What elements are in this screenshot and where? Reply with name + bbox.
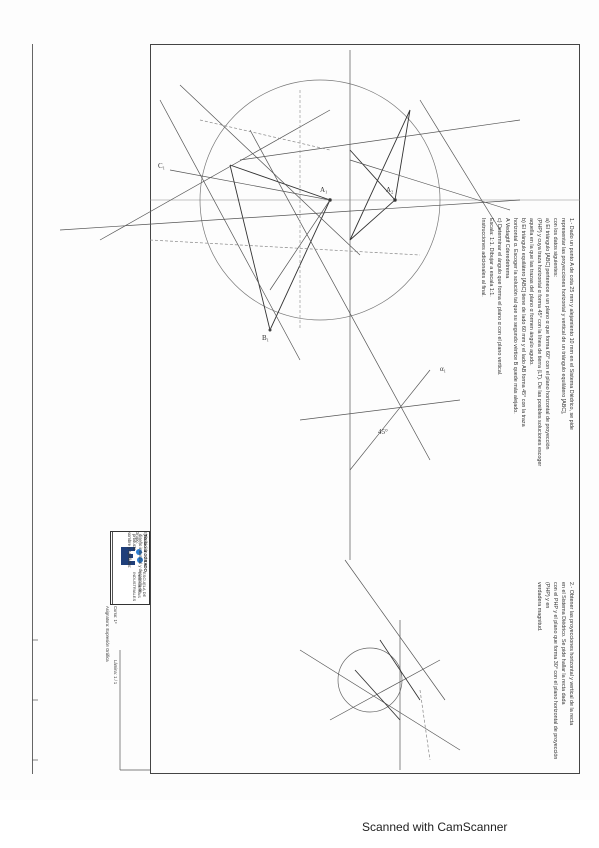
drawing-frame bbox=[150, 44, 580, 774]
subject-value: Expresión Gráfica bbox=[105, 628, 110, 662]
statement-line: representar las proyecciones horizontal … bbox=[560, 218, 566, 415]
course-label: Curso: bbox=[113, 606, 118, 619]
course-value: 1º bbox=[113, 619, 118, 624]
statement-line: horizontal α. Escoger la solución tal qu… bbox=[512, 218, 518, 414]
sheet-value: 1 / 1 bbox=[113, 676, 118, 685]
statement-line: Escala: 1:1. Dibujar a escala 1:1. bbox=[488, 218, 494, 297]
title-block-meta: Asignatura: Expresión Gráfica bbox=[104, 606, 110, 662]
exercise-2-statement: 2.- Obtener las proyecciones horizontal … bbox=[535, 582, 575, 772]
statement-line: c) Determinar el ángulo que forma el pla… bbox=[496, 218, 502, 376]
statement-line: (PHP) y cuya traza horizontal α forma 45… bbox=[536, 218, 542, 467]
point-a2-label: A₂ bbox=[386, 186, 394, 194]
point-c-label: C₁ bbox=[158, 162, 166, 170]
title-block-group: Grupo: bbox=[134, 531, 140, 605]
title-block-course: Curso: 1º bbox=[112, 606, 118, 656]
exercise-value: 1 3 / 1 5 bbox=[143, 550, 148, 566]
statement-line: 2.- Obtener las proyecciones horizontal … bbox=[568, 582, 574, 726]
statement-line: Instrucciones adicionales al final. bbox=[480, 218, 486, 297]
exercise-1-statement: 1.- Dado un punto A de cota 25 mm y alej… bbox=[479, 218, 575, 548]
scanned-sheet: 45° α₁ A₁ A₂ B₁ C₁ 1.- Dado un punto A d… bbox=[32, 44, 580, 774]
exercise-2-circle bbox=[337, 647, 403, 713]
title-block-exercise: Ejercicio: 1 3 / 1 5 bbox=[142, 531, 148, 605]
name-label: Nombre y Apellidos: bbox=[127, 531, 132, 569]
trace-alpha-label: α₁ bbox=[440, 365, 447, 373]
trace-line bbox=[159, 99, 301, 361]
statement-line: a) El triángulo [ABC] pertenece a un pla… bbox=[544, 218, 550, 450]
scanner-footer: Scanned with CamScanner bbox=[0, 800, 599, 848]
subject-label: Asignatura: bbox=[105, 606, 110, 628]
margin-line bbox=[32, 44, 580, 774]
construction-circle bbox=[199, 79, 441, 321]
statement-line: b) El triángulo equilátero [ABC] tiene d… bbox=[520, 218, 526, 427]
statement-line: A Vedagtif Cderedetrema bbox=[504, 218, 510, 279]
statement-line: 1.- Dado un punto A de cota 25 mm y alej… bbox=[568, 218, 574, 430]
statement-line: aquella en la que las trazas del plano α… bbox=[528, 218, 534, 366]
scanner-watermark: Scanned with CamScanner bbox=[362, 820, 508, 834]
school-logo-icon bbox=[121, 547, 143, 565]
angle-label: 45° bbox=[378, 428, 388, 436]
statement-line: verdadera magnitud. bbox=[536, 582, 542, 632]
group-label: Grupo: bbox=[135, 531, 140, 544]
school-logo: ESCUELA DE INGENIERÍAS INDUSTRIALES bbox=[112, 531, 150, 605]
point-a1-label: A₁ bbox=[320, 186, 328, 194]
point-b-label: B₁ bbox=[262, 334, 270, 342]
exercise-label: Ejercicio: bbox=[143, 531, 148, 549]
sheet-label: Lámina: bbox=[113, 660, 118, 675]
title-block-sheet: Lámina: 1 / 1 bbox=[112, 660, 118, 700]
statement-line: en el Sistema Diédrico. Se pide hallar l… bbox=[560, 582, 566, 705]
technical-drawing bbox=[32, 50, 580, 771]
statement-line: con los datos siguientes: bbox=[552, 218, 558, 278]
title-block-name: Nombre y Apellidos: bbox=[126, 531, 132, 605]
statement-line: con el PHP y el plano que forma 30° con … bbox=[544, 582, 558, 760]
